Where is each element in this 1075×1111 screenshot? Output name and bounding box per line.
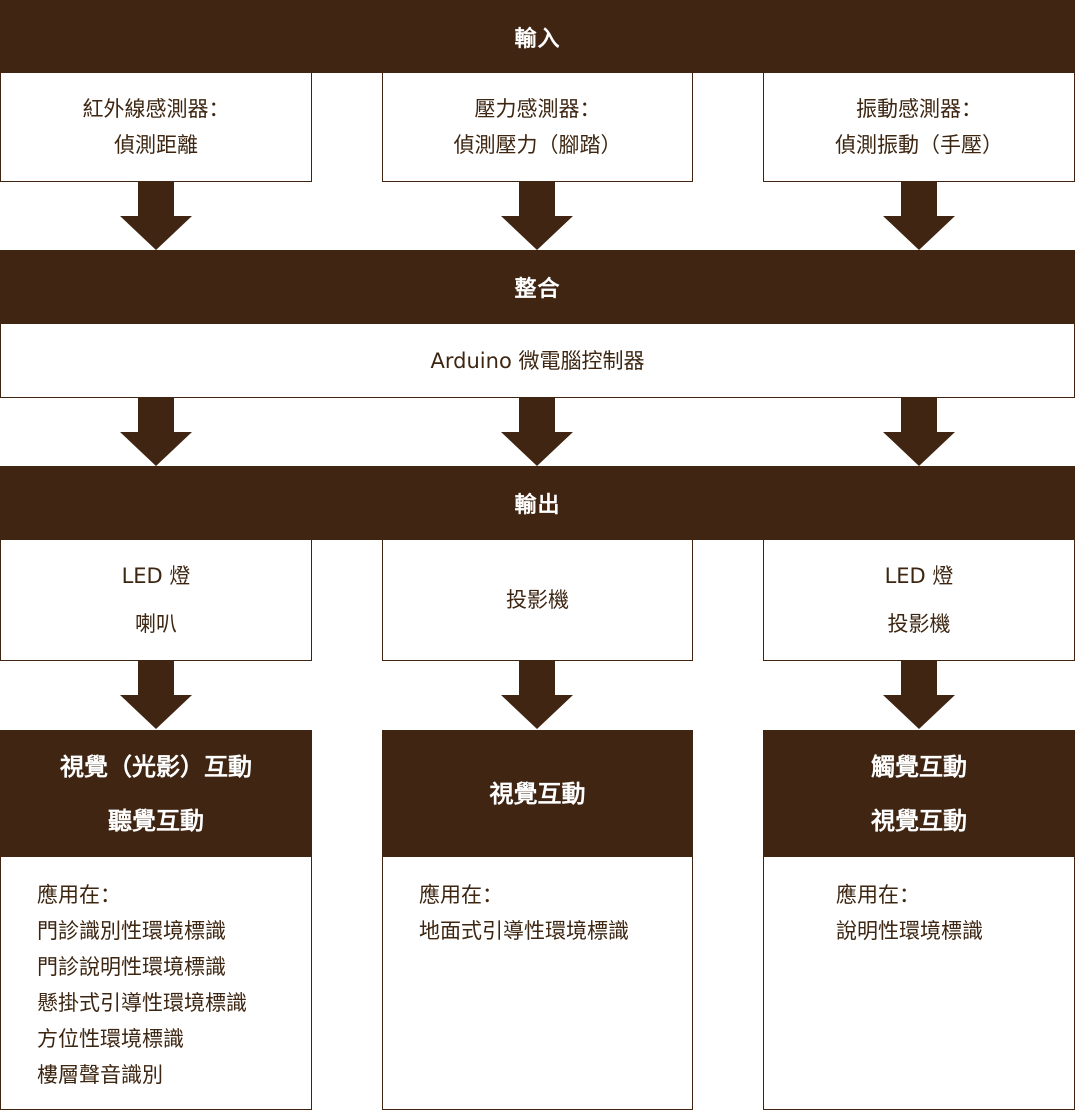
output-header: 輸出 xyxy=(0,466,1075,540)
down-arrow-icon xyxy=(883,182,955,250)
result-title-line: 視覺互動 xyxy=(871,807,967,835)
sensor-function: 偵測壓力（腳踏） xyxy=(453,133,622,157)
down-arrow-icon xyxy=(501,398,573,466)
down-arrow-icon xyxy=(883,398,955,466)
result-title-line: 視覺（光影）互動 xyxy=(60,753,252,781)
output-box-led-speaker: LED 燈 喇叭 xyxy=(0,539,312,661)
result-header-visual-audio: 視覺（光影）互動 聽覺互動 xyxy=(0,730,312,858)
applied-label: 應用在： xyxy=(419,883,503,907)
device-label: LED 燈 xyxy=(884,564,954,588)
sensor-title: 振動感測器： xyxy=(856,97,982,121)
down-arrow-icon xyxy=(501,182,573,250)
input-header-label: 輸入 xyxy=(514,26,561,52)
controller-label: Arduino 微電腦控制器 xyxy=(430,348,645,373)
result-header-tactile-visual: 觸覺互動 視覺互動 xyxy=(763,730,1075,858)
application-item: 門診說明性環境標識 xyxy=(37,955,226,979)
down-arrow-icon xyxy=(883,661,955,729)
result-title-line: 觸覺互動 xyxy=(871,753,967,781)
application-item: 說明性環境標識 xyxy=(836,919,983,943)
output-box-led-projector: LED 燈 投影機 xyxy=(763,539,1075,661)
application-item: 懸掛式引導性環境標識 xyxy=(37,991,247,1015)
integration-header: 整合 xyxy=(0,250,1075,324)
device-label: 投影機 xyxy=(887,612,951,636)
sensor-function: 偵測振動（手壓） xyxy=(835,133,1003,157)
application-item: 方位性環境標識 xyxy=(37,1027,184,1051)
integration-header-label: 整合 xyxy=(514,277,561,302)
result-title-line: 視覺互動 xyxy=(489,780,586,808)
application-item: 地面式引導性環境標識 xyxy=(419,919,629,943)
sensor-title: 紅外線感測器： xyxy=(82,97,230,121)
down-arrow-icon xyxy=(120,182,192,250)
applied-label: 應用在： xyxy=(836,883,920,907)
device-label: 投影機 xyxy=(506,588,569,612)
output-header-label: 輸出 xyxy=(514,493,561,518)
application-item: 門診識別性環境標識 xyxy=(37,919,226,943)
sensor-box-pressure: 壓力感測器： 偵測壓力（腳踏） xyxy=(382,72,693,182)
result-body-tactile-visual: 應用在： 說明性環境標識 xyxy=(763,857,1075,1110)
application-item: 樓層聲音識別 xyxy=(37,1063,163,1087)
sensor-function: 偵測距離 xyxy=(114,133,198,157)
device-label: 喇叭 xyxy=(135,612,177,636)
applied-label: 應用在： xyxy=(37,883,121,907)
output-box-projector: 投影機 xyxy=(382,539,693,661)
controller-box: Arduino 微電腦控制器 xyxy=(0,323,1075,398)
down-arrow-icon xyxy=(120,661,192,729)
result-title-line: 聽覺互動 xyxy=(108,807,204,835)
sensor-title: 壓力感測器： xyxy=(474,97,601,121)
result-body-visual: 應用在： 地面式引導性環境標識 xyxy=(382,857,693,1110)
result-header-visual: 視覺互動 xyxy=(382,730,693,858)
down-arrow-icon xyxy=(501,661,573,729)
input-header: 輸入 xyxy=(0,0,1075,73)
sensor-box-vibration: 振動感測器： 偵測振動（手壓） xyxy=(763,72,1075,182)
result-body-visual-audio: 應用在： 門診識別性環境標識 門診說明性環境標識 懸掛式引導性環境標識 方位性環… xyxy=(0,857,312,1110)
sensor-box-infrared: 紅外線感測器： 偵測距離 xyxy=(0,72,312,182)
device-label: LED 燈 xyxy=(121,564,191,588)
down-arrow-icon xyxy=(120,398,192,466)
